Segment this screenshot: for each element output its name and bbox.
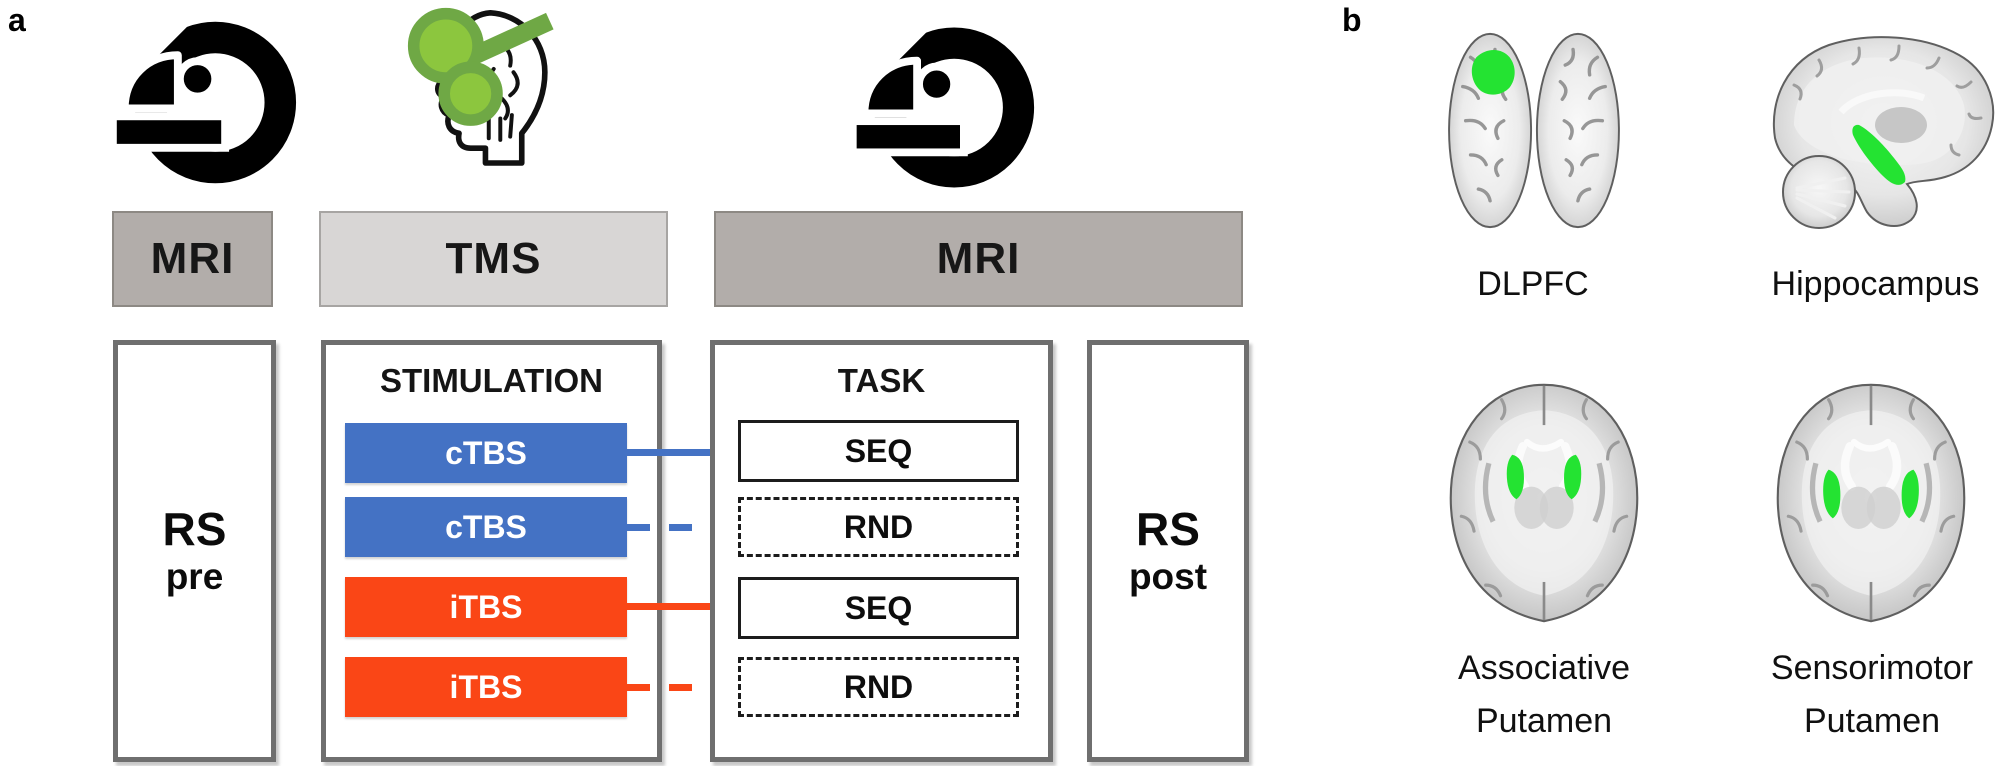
tms-coil-head-icon: [407, 7, 554, 166]
sulci-lines: [1459, 398, 1629, 598]
stim-bar-ctbs-rnd: cTBS: [345, 497, 627, 557]
task-condition-seq-1: SEQ: [738, 420, 1019, 482]
task-condition-rnd-1: RND: [738, 497, 1019, 557]
brain-axial-sensorimotor-putamen-image: [1776, 383, 1966, 623]
roi-highlight-putamen-left: [1506, 454, 1524, 500]
cerebellum-fan-lines: [1795, 176, 1851, 220]
phase-label: MRI: [936, 234, 1021, 283]
mri-scanner-icon: [848, 19, 1035, 188]
region-label-sensorimotor-putamen: Sensorimotor Putamen: [1770, 649, 1974, 740]
rs-post-box: RS post: [1087, 340, 1249, 762]
brain-sagittal-hippocampus-image: [1773, 36, 1995, 229]
stim-bar-itbs-seq: iTBS: [345, 577, 627, 637]
bar-label: iTBS: [449, 588, 523, 625]
rs-pre-sublabel: pre: [165, 556, 224, 598]
bar-label: iTBS: [449, 668, 523, 705]
rs-post-sublabel: post: [1128, 556, 1208, 598]
task-condition-rnd-2: RND: [738, 657, 1019, 717]
task-title: TASK: [837, 362, 926, 399]
brain-axial-dlpfc-image: [1448, 32, 1620, 229]
roi-highlight-putamen-right: [1901, 469, 1919, 519]
rs-pre-label: RS: [162, 503, 227, 556]
bar-label: cTBS: [445, 434, 527, 471]
connector-itbs-rnd-line: [627, 684, 738, 691]
phase-box-tms: TMS: [319, 211, 668, 307]
phase-box-mri-post: MRI: [714, 211, 1243, 307]
phase-box-mri-pre: MRI: [112, 211, 273, 307]
task-label: RND: [843, 668, 914, 705]
roi-highlight-dlpfc: [1471, 49, 1515, 95]
bar-label: cTBS: [445, 508, 527, 545]
roi-highlight-putamen-right: [1564, 454, 1582, 500]
task-label: SEQ: [844, 432, 913, 469]
stimulation-title: STIMULATION: [379, 362, 604, 399]
rs-pre-box: RS pre: [113, 340, 276, 762]
panel-a-label: a: [8, 2, 26, 38]
sulci-lines: [1792, 44, 1983, 157]
phase-label: MRI: [150, 234, 235, 283]
stim-bar-itbs-rnd: iTBS: [345, 657, 627, 717]
task-label: RND: [843, 508, 914, 545]
panel-b-label: b: [1342, 2, 1362, 38]
connector-itbs-seq-line: [627, 603, 738, 610]
phase-label: TMS: [445, 234, 542, 283]
roi-highlight-hippocampus: [1852, 124, 1906, 185]
brain-axial-associative-putamen-image: [1449, 383, 1639, 623]
region-label-associative-putamen: Associative Putamen: [1458, 649, 1630, 740]
connector-ctbs-rnd-line: [627, 524, 738, 531]
roi-highlight-putamen-left: [1823, 469, 1841, 519]
sulci-lines: [1786, 398, 1956, 598]
task-condition-seq-2: SEQ: [738, 577, 1019, 639]
region-label-dlpfc: DLPFC: [1477, 265, 1589, 303]
connector-ctbs-seq-line: [627, 449, 738, 456]
stim-bar-ctbs-seq: cTBS: [345, 423, 627, 483]
region-label-hippocampus: Hippocampus: [1771, 265, 1980, 303]
task-label: SEQ: [844, 589, 913, 626]
mri-scanner-icon: [108, 13, 297, 184]
rs-post-label: RS: [1136, 503, 1200, 556]
